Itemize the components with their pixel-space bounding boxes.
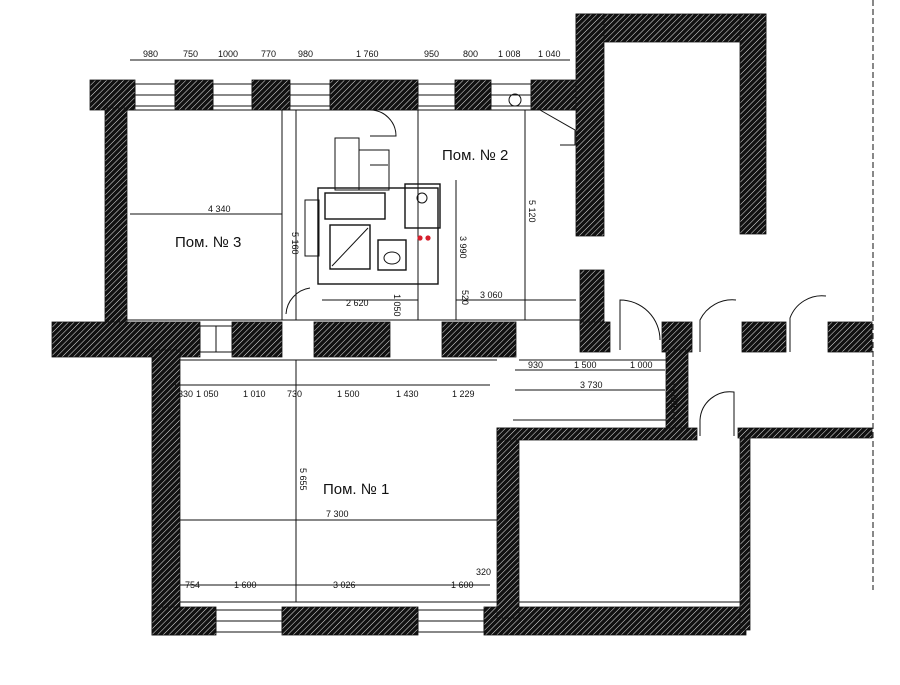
wall-room1-bottom-seg (151, 606, 217, 636)
wall-room1-bottom-seg (483, 606, 747, 636)
dim-corridor: 1 000 (630, 360, 653, 370)
dimension-labels: 980 750 1000 770 980 1 760 950 800 1 008… (143, 49, 679, 590)
wall-block-top (575, 13, 767, 43)
dim-room2-width: 3 060 (480, 290, 503, 300)
marker-dot (425, 235, 431, 241)
windows (134, 83, 532, 633)
dim-room1-top: 730 (287, 389, 302, 399)
dim-room3-width: 4 340 (208, 204, 231, 214)
dim-room1-bottom: 3 026 (333, 580, 356, 590)
dim-room1-top: 1 430 (396, 389, 419, 399)
dim-room1-top: 1 229 (452, 389, 475, 399)
dim-corridor: 1 500 (574, 360, 597, 370)
wall-mid-seg (313, 321, 391, 358)
dim-small-b: 520 (460, 290, 470, 305)
dim-room1-bottom: 1 600 (451, 580, 474, 590)
wall-block-right (739, 13, 767, 235)
wall-lower-top (737, 427, 873, 439)
wall-room1-left (151, 349, 181, 636)
wall-top-seg (251, 79, 291, 111)
wall-block-left (575, 13, 605, 237)
wall-top-seg (454, 79, 492, 111)
dim-room1-height: 5 655 (298, 468, 308, 491)
marker-dot (417, 235, 423, 241)
dim-top: 770 (261, 49, 276, 59)
dim-corridor-height: 1 200 (669, 388, 679, 411)
wall-room1-right (496, 427, 520, 619)
wall-top-seg (89, 79, 136, 111)
wall-lower-right (739, 429, 751, 631)
dim-top: 1000 (218, 49, 238, 59)
dim-top: 980 (298, 49, 313, 59)
dim-top: 750 (183, 49, 198, 59)
dim-room1-corner: 320 (476, 567, 491, 577)
wall-mid-seg (827, 321, 873, 353)
wall-left-room3 (104, 107, 128, 323)
wall-mid-seg (661, 321, 693, 353)
walls (51, 13, 873, 636)
dim-corridor-total: 3 730 (580, 380, 603, 390)
dim-corridor: 930 (528, 360, 543, 370)
wall-mid-seg (441, 321, 517, 358)
dim-room1-bottom: 754 (185, 580, 200, 590)
wall-pier (579, 269, 605, 331)
wall-room1-topright (496, 427, 698, 441)
room-label-1: Пом. № 1 (323, 481, 389, 498)
dim-top: 1 760 (356, 49, 379, 59)
dim-room1-top: 1 500 (337, 389, 360, 399)
dim-room1-top: 1 050 (196, 389, 219, 399)
wall-mid-seg (741, 321, 787, 353)
dim-top: 980 (143, 49, 158, 59)
wall-room1-bottom-seg (281, 606, 419, 636)
interior-lines (127, 0, 874, 603)
dim-top: 950 (424, 49, 439, 59)
dim-top: 1 040 (538, 49, 561, 59)
dim-room1-top: 1 010 (243, 389, 266, 399)
dim-wc-height: 3 990 (458, 236, 468, 259)
dim-wc-width: 2 620 (346, 298, 369, 308)
wall-mid-seg (579, 321, 611, 353)
dim-room3-height: 5 160 (290, 232, 300, 255)
room-label-3: Пом. № 3 (175, 234, 241, 251)
dim-small-a: 1 050 (392, 294, 402, 317)
dim-room1-width: 7 300 (326, 509, 349, 519)
dim-room1-bottom: 1 600 (234, 580, 257, 590)
dim-room1-top: 330 (178, 389, 193, 399)
wall-top-seg (329, 79, 419, 111)
room-label-2: Пом. № 2 (442, 147, 508, 164)
dim-room2-height: 5 120 (527, 200, 537, 223)
wall-mid-seg (231, 321, 283, 358)
dim-top: 800 (463, 49, 478, 59)
dim-top: 1 008 (498, 49, 521, 59)
wall-top-seg (174, 79, 214, 111)
